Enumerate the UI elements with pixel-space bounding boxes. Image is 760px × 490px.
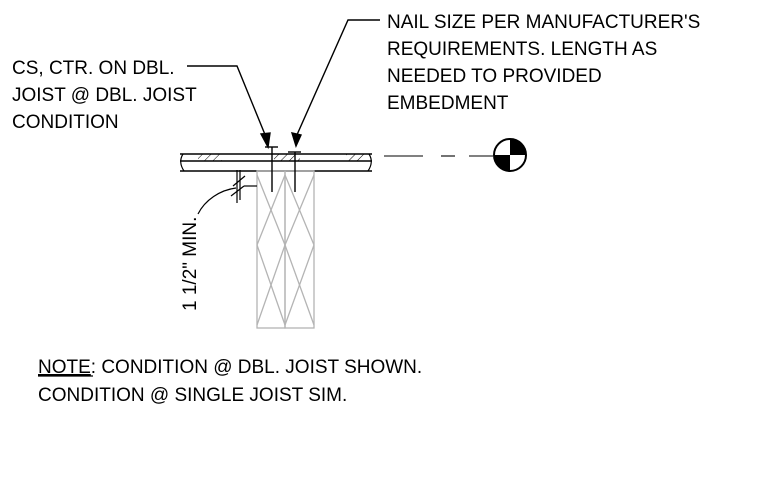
general-note: NOTE: CONDITION @ DBL. JOIST SHOWN. COND… [38,357,422,406]
dimension-marker [197,170,257,215]
nails [265,146,301,192]
nail-note-line-4: EMBEDMENT [387,93,509,114]
cs-note-line-1: CS, CTR. ON DBL. [12,58,175,79]
top-plate [180,153,372,172]
note-line-1: NOTE: CONDITION @ DBL. JOIST SHOWN. [38,357,422,378]
nail-note-line-1: NAIL SIZE PER MANUFACTURER'S [387,12,700,33]
note-line-1-rest: : CONDITION @ DBL. JOIST SHOWN. [91,357,422,378]
cs-note-line-3: CONDITION [12,112,119,133]
leader-arrow-icon [290,132,302,148]
sheathing-hatch [274,154,300,161]
note-line-2: CONDITION @ SINGLE JOIST SIM. [38,385,347,406]
nail-note-line-3: NEEDED TO PROVIDED [387,66,602,87]
sheathing-hatch [198,154,222,161]
nail-size-note: NAIL SIZE PER MANUFACTURER'S REQUIREMENT… [387,12,700,114]
dimension-label: 1 1/2" MIN. [180,217,201,311]
leader-lines [187,19,380,150]
cs-note-line-2: JOIST @ DBL. JOIST [12,85,197,106]
double-joist [256,170,315,329]
section-centerline-marker-icon [493,138,527,172]
nail-note-line-2: REQUIREMENTS. LENGTH AS [387,39,657,60]
cs-strap-note: CS, CTR. ON DBL. JOIST @ DBL. JOIST COND… [12,58,197,133]
leader-arrow-icon [259,132,271,150]
note-prefix: NOTE [38,357,91,378]
sheathing-hatch [346,154,364,161]
